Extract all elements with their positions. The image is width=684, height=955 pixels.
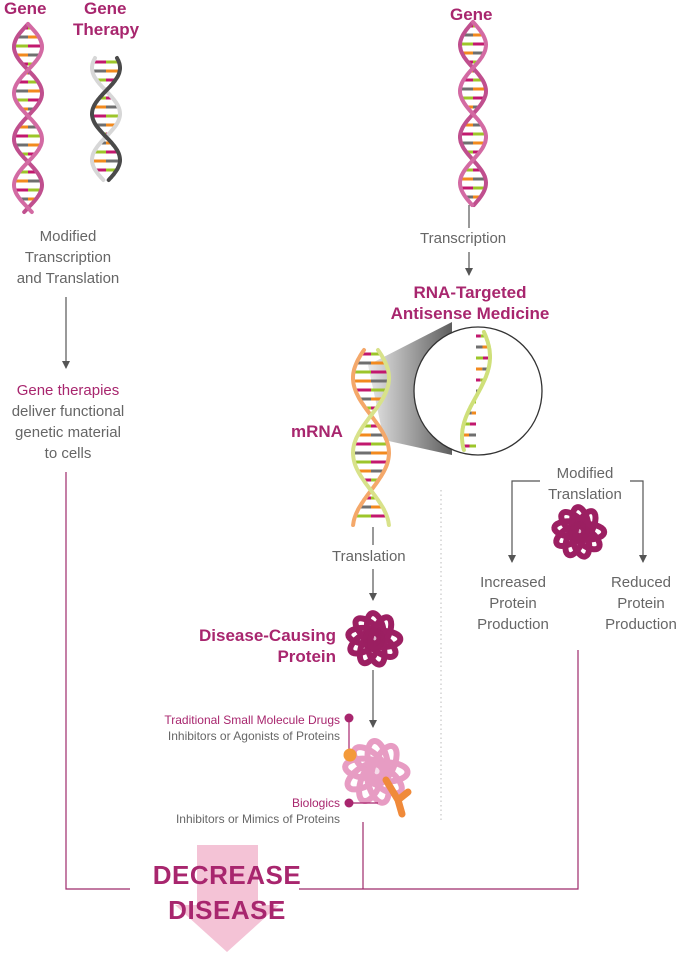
- modified-transcription-text: Modified Transcription and Translation: [16, 228, 120, 287]
- small-molecule-drugs-text: Traditional Small Molecule Drugs Inhibit…: [164, 713, 340, 744]
- biologics-text: Biologics Inhibitors or Mimics of Protei…: [175, 796, 340, 827]
- increased-production-text: Increased Protein Production: [477, 574, 549, 633]
- mrna-label: mRNA: [291, 422, 343, 441]
- magnifier-circle-icon: [368, 322, 543, 456]
- center-gene-label: Gene: [450, 5, 493, 24]
- left-gene-label: Gene: [4, 0, 47, 18]
- rna-targeted-title: RNA-Targeted Antisense Medicine: [390, 283, 550, 323]
- gene-therapy-label-2: Therapy: [73, 20, 140, 39]
- zoomed-strand-icon: [460, 330, 492, 452]
- helix-layer: [11, 20, 492, 527]
- small-molecule-icon: [343, 713, 357, 762]
- center-dna-helix-icon: [457, 20, 489, 207]
- gene-therapy-label-1: Gene: [84, 0, 127, 18]
- transcription-label: Transcription: [420, 230, 507, 247]
- disease-protein-icon: [345, 610, 404, 668]
- outcome-connectors: [65, 472, 579, 890]
- mrna-helix-icon: [350, 348, 392, 527]
- decrease-disease-title: DECREASE DISEASE: [132, 858, 322, 928]
- down-arrow-icon: [175, 845, 279, 952]
- gene-therapy-helix-icon: [90, 56, 122, 182]
- reduced-production-text: Reduced Protein Production: [605, 574, 677, 633]
- disease-text: DISEASE: [168, 895, 286, 926]
- modified-protein-icon: [551, 504, 608, 560]
- disease-protein-title: Disease-Causing Protein: [199, 626, 336, 666]
- flow-arrows: [62, 205, 647, 728]
- gene-therapies-text: Gene therapies deliver functional geneti…: [11, 382, 125, 462]
- dna-helix-icon: [11, 22, 45, 214]
- translation-label: Translation: [332, 548, 406, 565]
- modified-translation-text: Modified Translation: [548, 465, 622, 503]
- antibody-icon: [344, 776, 412, 818]
- protein-layer: [342, 504, 608, 806]
- decrease-text: DECREASE: [152, 860, 302, 890]
